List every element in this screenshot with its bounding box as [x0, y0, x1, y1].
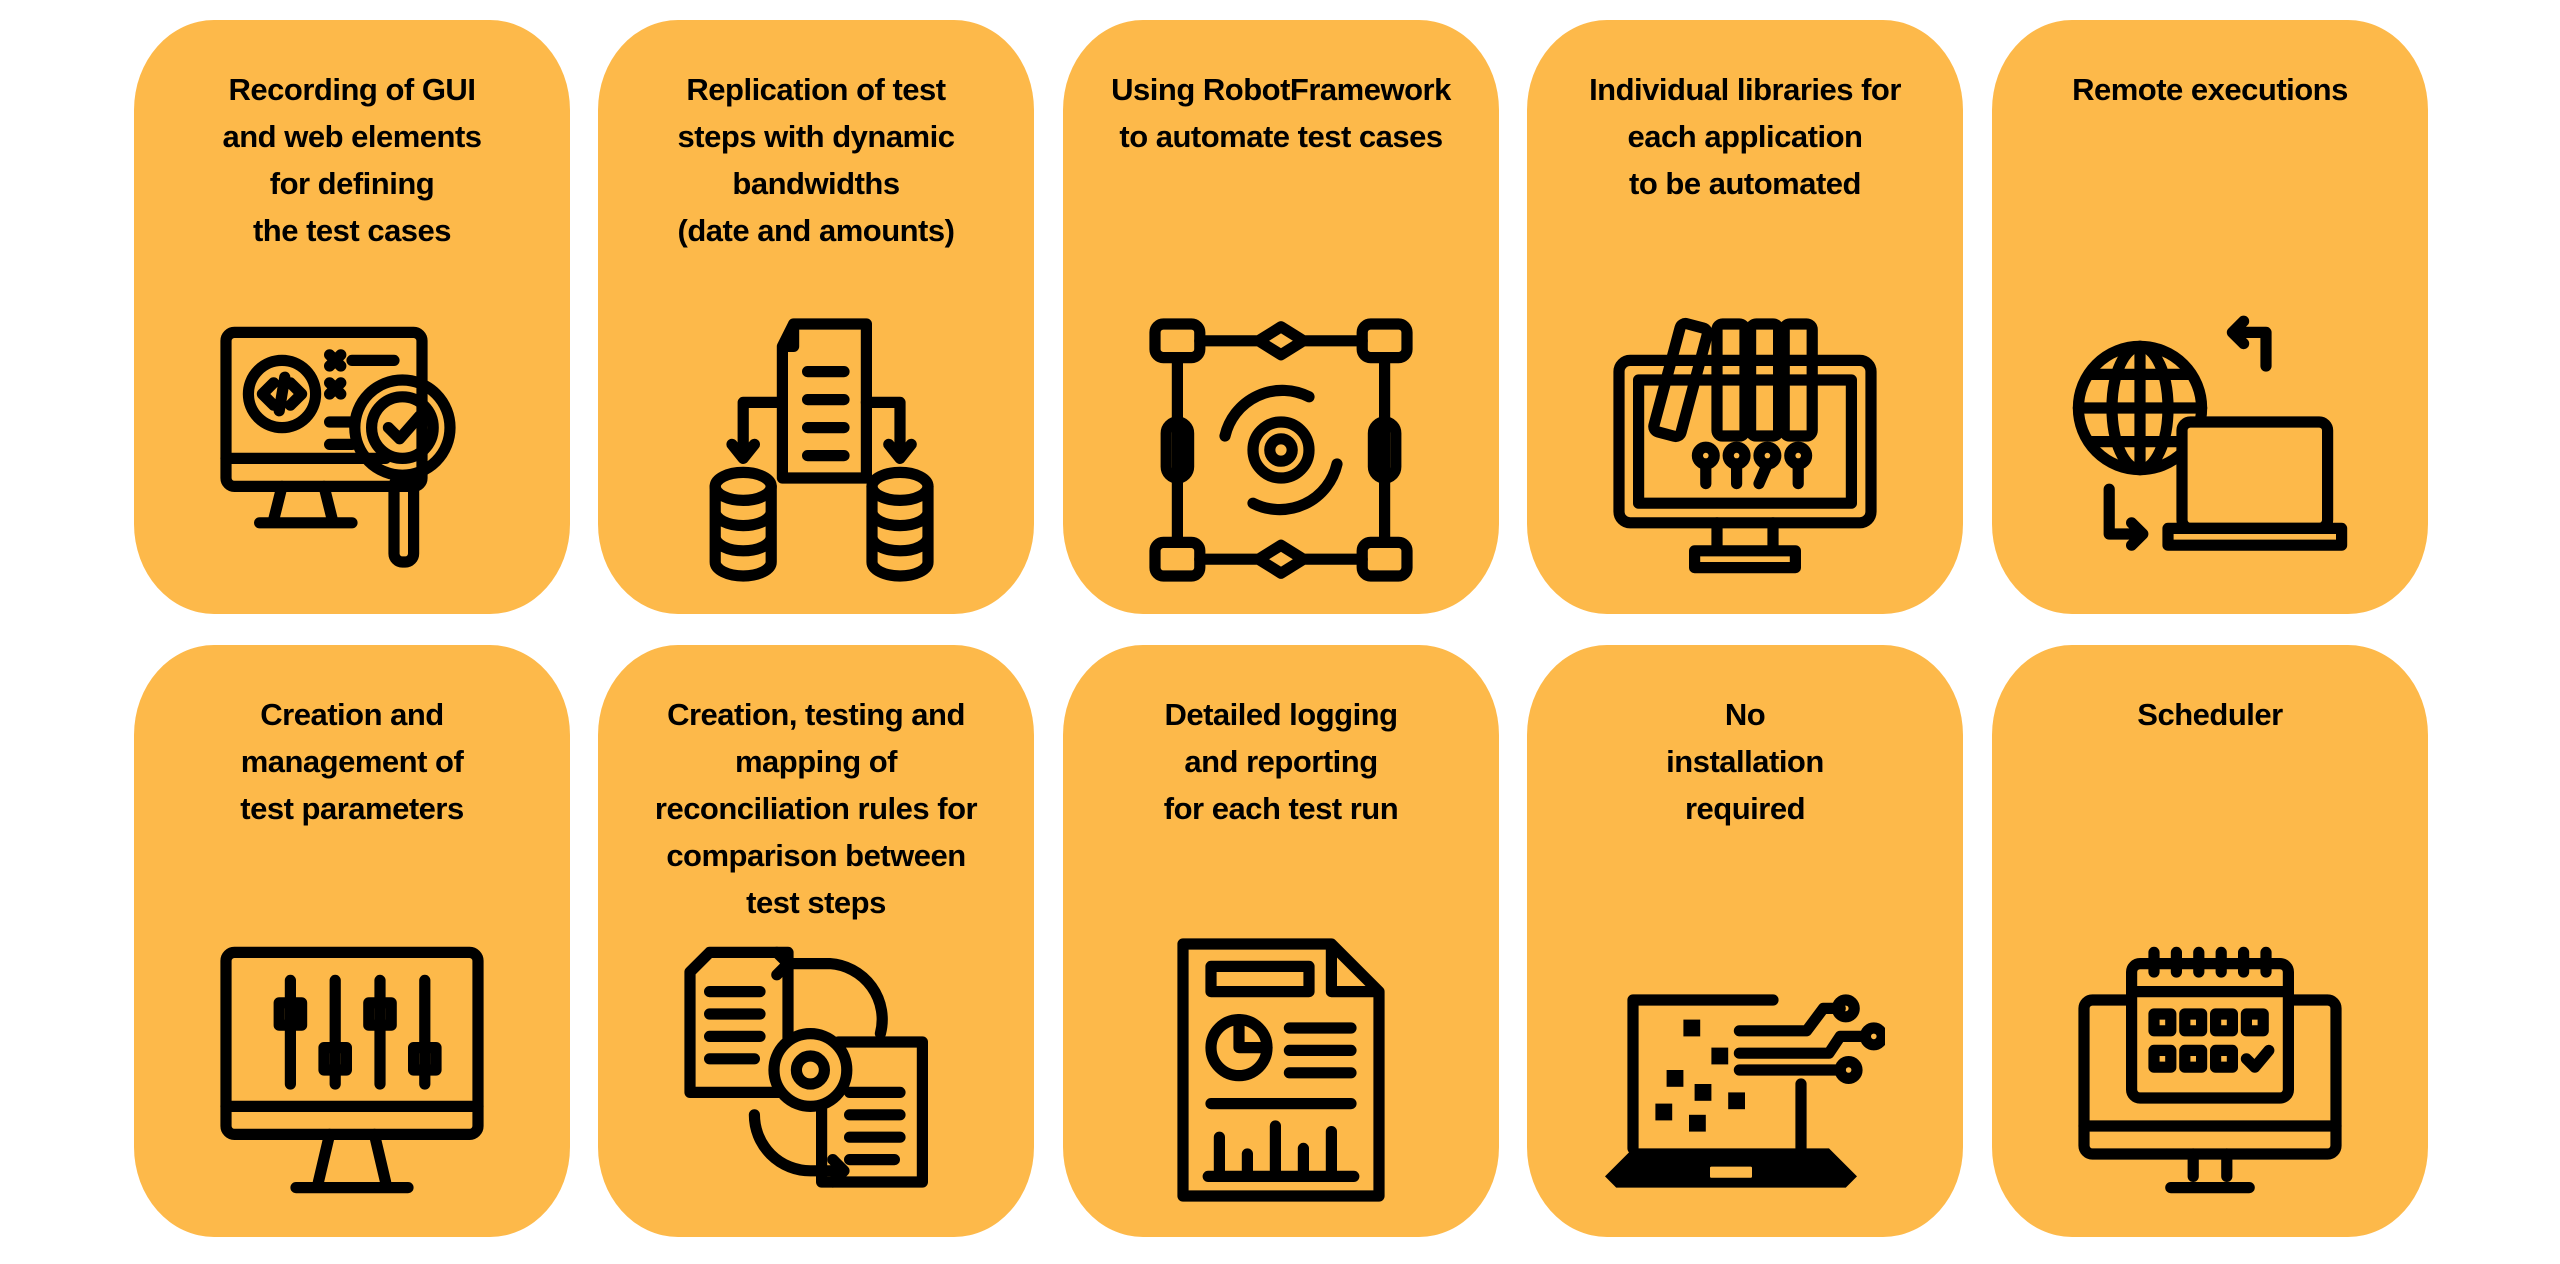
feature-title: Detailed logging and reporting for each …: [1163, 697, 1399, 826]
monitor-sliders-icon: [212, 930, 492, 1210]
feature-card-libraries: Individual libraries for each applicatio…: [1527, 20, 1963, 614]
documents-gear-icon: [676, 930, 956, 1210]
monitor-library-icon: [1605, 310, 1885, 590]
feature-card-remote-executions: Remote executions: [1992, 20, 2428, 614]
feature-card-test-parameters: Creation and management of test paramete…: [134, 645, 570, 1237]
feature-card-reconciliation-rules: Creation, testing and mapping of reconci…: [598, 645, 1034, 1237]
feature-title: Replication of test steps with dynamic b…: [677, 72, 955, 248]
feature-card-gui-recording: Recording of GUI and web elements for de…: [134, 20, 570, 614]
feature-title: Individual libraries for each applicatio…: [1589, 72, 1901, 201]
feature-card-replication: Replication of test steps with dynamic b…: [598, 20, 1034, 614]
feature-title: Creation, testing and mapping of reconci…: [654, 697, 978, 920]
feature-title: Creation and management of test paramete…: [240, 697, 464, 826]
feature-card-logging-reporting: Detailed logging and reporting for each …: [1063, 645, 1499, 1237]
document-database-icon: [676, 310, 956, 590]
feature-card-scheduler: Scheduler: [1992, 645, 2428, 1237]
feature-card-robotframework: Using RobotFramework to automate test ca…: [1063, 20, 1499, 614]
feature-card-no-installation: No installation required: [1527, 645, 1963, 1237]
report-document-icon: [1141, 930, 1421, 1210]
feature-title: Recording of GUI and web elements for de…: [222, 72, 482, 248]
feature-title: Using RobotFramework to automate test ca…: [1111, 72, 1451, 154]
laptop-circuit-icon: [1605, 930, 1888, 1210]
feature-title: No installation required: [1666, 697, 1824, 826]
feature-title: Scheduler: [2137, 697, 2283, 732]
globe-laptop-icon: [2070, 310, 2350, 590]
workflow-gear-icon: [1141, 310, 1421, 590]
monitor-code-magnifier-icon: [212, 310, 492, 590]
monitor-calendar-icon: [2070, 930, 2350, 1210]
feature-title: Remote executions: [2072, 72, 2348, 107]
